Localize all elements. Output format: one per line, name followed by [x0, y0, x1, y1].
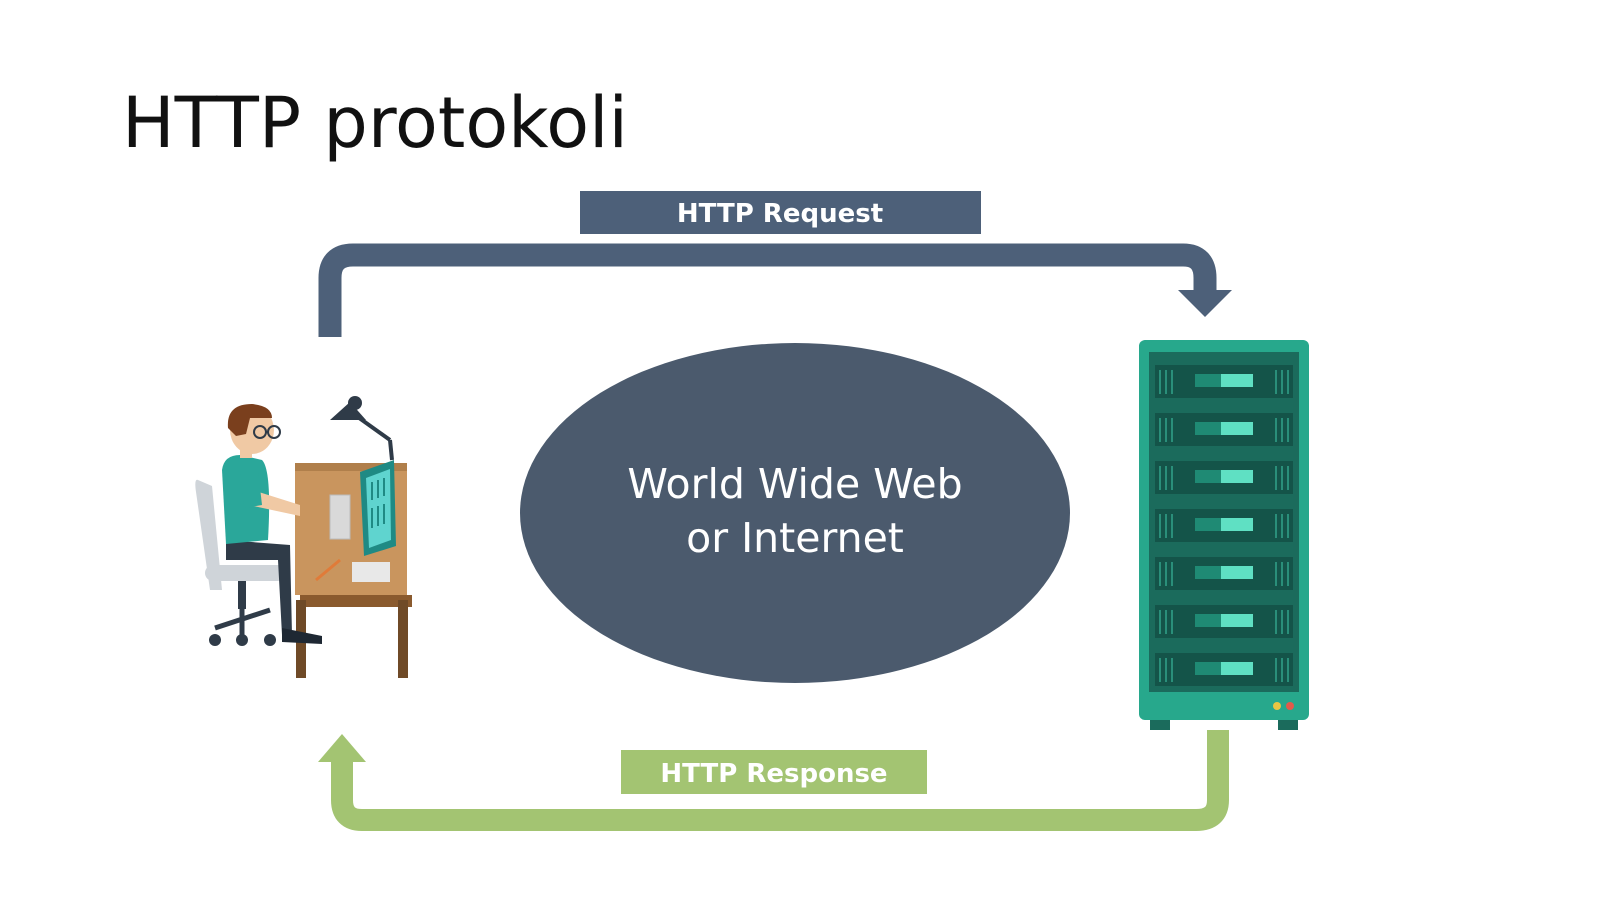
server-led-red — [1286, 702, 1294, 710]
request-arrow — [318, 243, 1232, 337]
network-line-2: or Internet — [686, 514, 904, 562]
network-cloud: World Wide Web or Internet — [520, 343, 1070, 683]
request-label-box: HTTP Request — [580, 191, 981, 234]
desk-lamp-icon — [330, 396, 394, 461]
page-title: HTTP protokoli — [122, 82, 628, 164]
network-line-1: World Wide Web — [627, 460, 962, 508]
response-arrow — [318, 730, 1229, 831]
person-at-computer-icon — [195, 396, 412, 678]
server-drive-lights — [1195, 374, 1253, 675]
response-label: HTTP Response — [660, 759, 887, 789]
office-chair-icon — [195, 479, 285, 646]
request-label: HTTP Request — [677, 199, 883, 229]
monitor-icon — [360, 460, 396, 556]
response-label-box: HTTP Response — [621, 750, 927, 794]
server-rack-icon — [1139, 340, 1309, 730]
person-figure — [222, 404, 322, 644]
server-led-yellow — [1273, 702, 1281, 710]
